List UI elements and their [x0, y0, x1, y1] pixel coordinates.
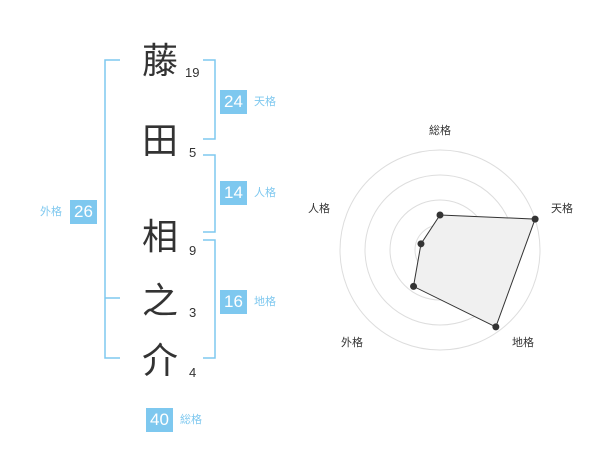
radar-point-1 — [436, 211, 444, 219]
stroke-count-5: 4 — [189, 365, 197, 380]
tenkaku-value-badge: 24 — [220, 90, 247, 114]
radar-label-jinkaku: 人格 — [308, 201, 330, 215]
radar-point-4 — [410, 282, 418, 290]
stroke-count-2: 5 — [189, 145, 197, 160]
stroke-count-3: 9 — [189, 243, 197, 258]
radar-label-gaikaku: 外格 — [341, 335, 363, 349]
radar-chart: 総格 天格 地格 外格 人格 — [308, 123, 573, 351]
radar-ring-4 — [339, 149, 541, 351]
name-char-3: 相 — [141, 217, 178, 258]
jinkaku-value-badge: 14 — [220, 181, 247, 205]
left-bracket — [104, 59, 120, 359]
radar-label-chikaku: 地格 — [512, 335, 534, 349]
stroke-count-4: 3 — [189, 305, 197, 320]
name-char-1: 藤 — [141, 41, 178, 82]
gaikaku-label: 外格 — [40, 205, 62, 218]
stroke-count-1: 19 — [185, 65, 200, 80]
jinkaku-bracket — [203, 154, 216, 233]
tenkaku-bracket — [203, 59, 216, 140]
radar-point-3 — [492, 323, 500, 331]
chikaku-value-badge: 16 — [220, 290, 247, 314]
radar-axis-labels: 総格 天格 地格 外格 人格 — [308, 123, 573, 349]
radar-point-2 — [531, 215, 539, 223]
name-char-5: 介 — [141, 341, 178, 382]
gaikaku-bracket — [104, 59, 120, 359]
radar-point-5 — [417, 240, 425, 248]
soukaku-value-badge: 40 — [146, 408, 173, 432]
jinkaku-label: 人格 — [254, 186, 276, 199]
right-brackets — [203, 59, 216, 359]
name-char-2: 田 — [141, 121, 178, 162]
radar-label-soukaku: 総格 — [429, 123, 451, 137]
chikaku-bracket — [203, 239, 216, 359]
radar-polygon — [412, 214, 536, 328]
chikaku-label: 地格 — [254, 295, 276, 308]
tenkaku-label: 天格 — [254, 95, 276, 108]
radar-label-tenkaku: 天格 — [551, 201, 573, 215]
soukaku-label: 総格 — [180, 413, 202, 426]
name-char-4: 之 — [141, 281, 178, 322]
radar-points — [410, 211, 539, 331]
gaikaku-value-badge: 26 — [70, 200, 97, 224]
